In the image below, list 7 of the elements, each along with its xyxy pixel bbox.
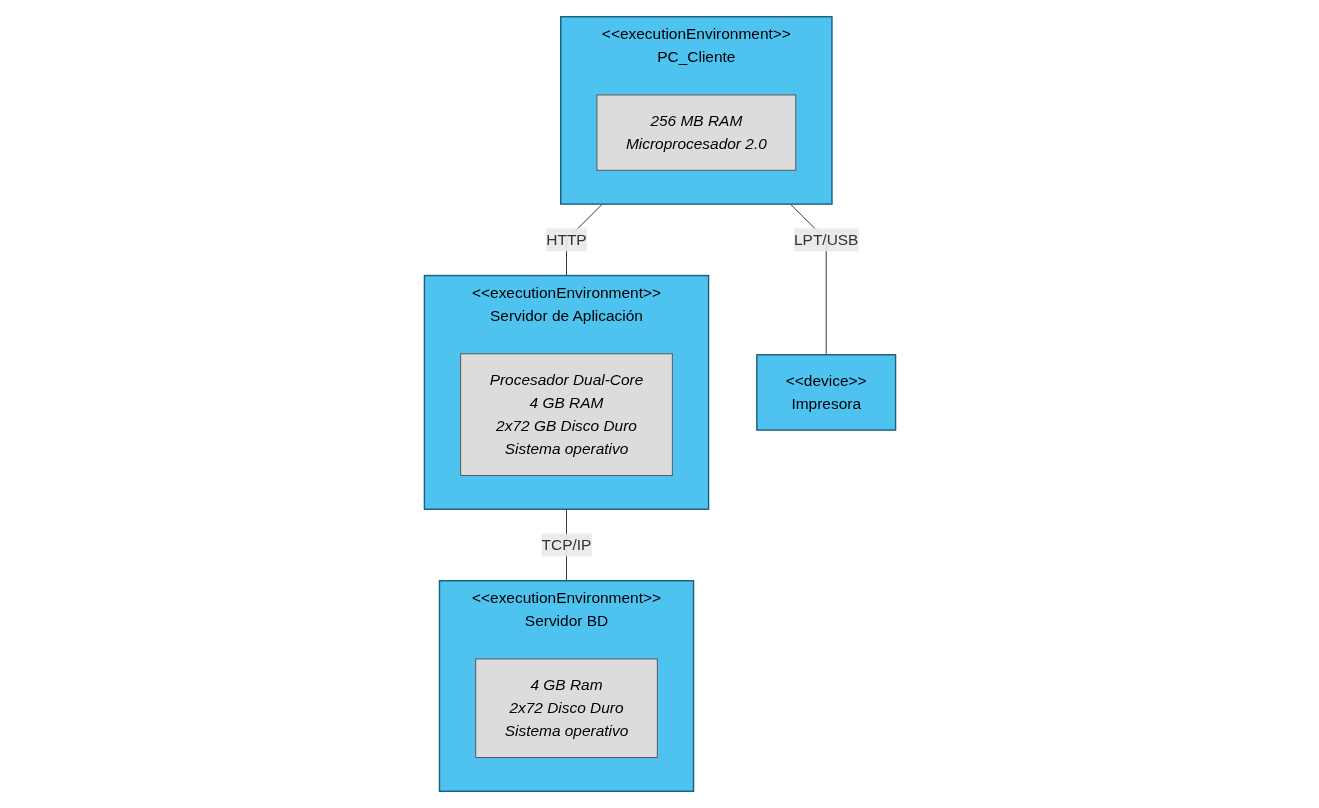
edge-label: TCP/IP — [541, 536, 591, 553]
node-box: 256 MB RAM Microprocesador 2.0 — [595, 94, 796, 171]
node-box: <<device>> Impresora — [755, 354, 896, 431]
edge-label: LPT/USB — [793, 231, 858, 248]
node-box: 4 GB Ram 2x72 Disco Duro Sistema operativo — [474, 658, 658, 758]
node-box: Procesador Dual-Core 4 GB RAM 2x72 GB Disco Duro Sistema operativo — [459, 353, 673, 476]
edge-label: HTTP — [545, 231, 587, 248]
